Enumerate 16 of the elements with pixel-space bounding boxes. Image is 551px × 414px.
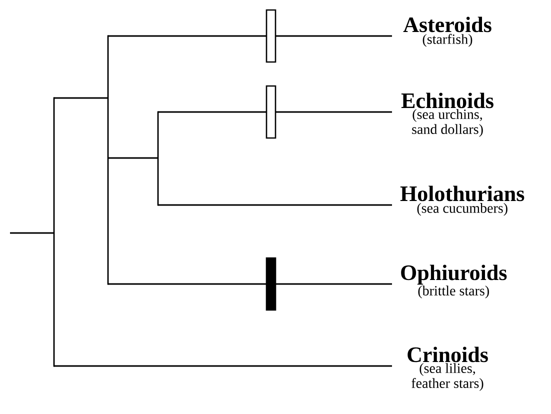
branch-line [108, 283, 392, 285]
branch-line [10, 232, 54, 234]
branch-line [108, 35, 392, 37]
taxon-label: Crinoids (sea lilies, feather stars) [408, 346, 488, 391]
vertical-branch-line [157, 111, 159, 206]
branch-line [54, 365, 392, 367]
taxon-label: Holothurians (sea cucumbers) [400, 186, 524, 216]
branch-line [54, 97, 108, 99]
taxon-label: Ophiuroids (brittle stars) [401, 264, 507, 298]
vertical-branch-line [53, 97, 55, 367]
taxon-label: Echinoids (sea urchins, sand dollars) [401, 92, 494, 137]
branch-line [158, 111, 392, 113]
branch-line [108, 157, 158, 159]
branch-line [158, 204, 392, 206]
vertical-branch-line [107, 35, 109, 285]
taxon-label: Asteroids (starfish) [403, 16, 492, 47]
